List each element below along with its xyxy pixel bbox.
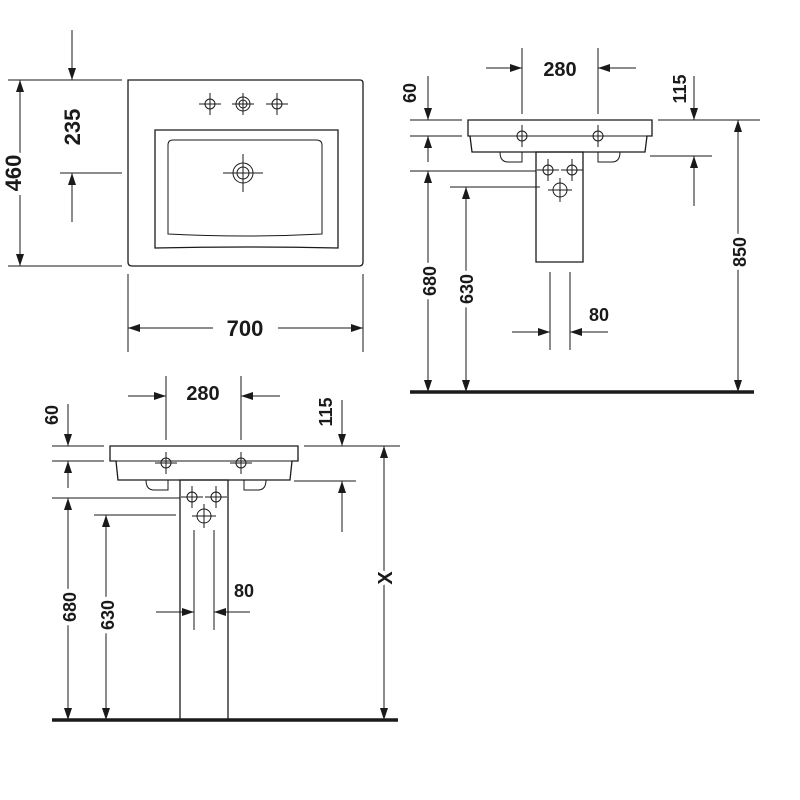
basin-top-view: 460 235 700 <box>0 30 364 352</box>
basin-side-view-full-pedestal: 280 60 115 680 <box>42 376 401 722</box>
dim-label-460: 460 <box>1 155 26 192</box>
tap-hole-left-icon <box>198 92 222 116</box>
dim-label-280: 280 <box>186 383 219 405</box>
dim-label-60: 60 <box>42 405 62 425</box>
dim-label-630: 630 <box>457 274 477 304</box>
dim-label-80: 80 <box>234 581 254 601</box>
dim-label-115: 115 <box>316 397 336 426</box>
basin-profile <box>467 119 653 153</box>
basin-side-view-pedestal: 280 60 115 680 <box>400 48 760 394</box>
tap-hole-center-icon <box>232 93 254 115</box>
dimension-width-700 <box>127 274 364 352</box>
dimension-tap-offset-235 <box>60 30 122 222</box>
dimension-waste-height-630 <box>450 186 540 392</box>
dim-label-60: 60 <box>400 83 420 103</box>
dimension-pedestal-80 <box>156 530 250 630</box>
bracket-right <box>243 479 267 491</box>
dim-label-280: 280 <box>543 59 576 81</box>
dim-label-80: 80 <box>589 305 609 325</box>
dimension-trap-height-680 <box>410 170 536 392</box>
dim-label-235: 235 <box>60 109 85 146</box>
dimension-trap-height-680 <box>52 497 180 720</box>
basin-inner-outline <box>154 129 339 249</box>
dim-label-680: 680 <box>420 266 440 296</box>
basin-bowl-outline <box>167 139 323 237</box>
dimension-waste-height-630 <box>94 514 176 720</box>
tap-hole-right-icon <box>265 92 289 116</box>
dim-label-630: 630 <box>98 600 118 630</box>
waste-outlet-icon <box>536 158 584 202</box>
dim-label-x: X <box>375 571 397 585</box>
dimension-tap-spacing-280 <box>128 376 280 440</box>
dimension-height-460 <box>8 79 122 267</box>
waste-outlet-icon <box>180 485 228 528</box>
dim-label-115: 115 <box>670 74 690 103</box>
tap-hole-left-icon <box>510 124 534 148</box>
semi-pedestal <box>535 151 584 263</box>
bracket-right <box>597 151 621 163</box>
bracket-left <box>145 479 169 491</box>
dimension-rim-height-850 <box>734 120 742 392</box>
dim-label-850: 850 <box>730 237 750 267</box>
bracket-left <box>499 151 523 163</box>
dimension-pedestal-80 <box>512 272 608 350</box>
basin-outer-outline <box>127 79 364 267</box>
dimension-rim-60 <box>52 404 104 488</box>
dimension-total-height-x <box>380 446 388 720</box>
dim-label-700: 700 <box>227 316 264 341</box>
basin-profile <box>109 445 299 481</box>
tap-hole-right-icon <box>586 124 610 148</box>
dimension-depth-115 <box>650 76 760 206</box>
tap-hole-right-icon <box>229 451 253 475</box>
drain-icon <box>223 154 263 192</box>
dimension-tap-spacing-280 <box>486 48 636 114</box>
dimension-rim-60 <box>410 76 462 162</box>
dim-label-680: 680 <box>60 592 80 622</box>
tap-hole-left-icon <box>154 451 178 475</box>
